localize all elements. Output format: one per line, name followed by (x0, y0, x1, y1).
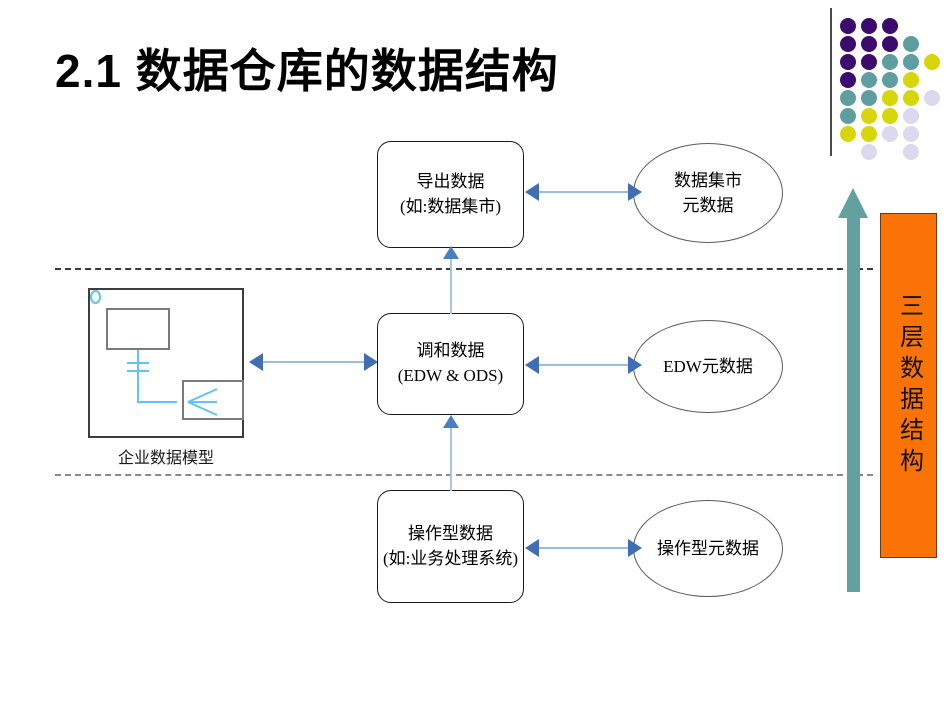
connector-operational-to-oper-metadata (538, 547, 630, 549)
decorative-dot (840, 108, 856, 124)
decorative-dot-grid (840, 18, 950, 163)
decorative-dot (924, 90, 940, 106)
er-cardinality-tick-1 (127, 362, 149, 364)
decorative-dot (840, 72, 856, 88)
decorative-dot (903, 54, 919, 70)
connector-shaft-reconciled-to-export (450, 258, 452, 314)
arrow-head-left-operational (525, 539, 539, 557)
flow-box-reconciled-data[interactable]: 调和数据 (EDW & ODS) (377, 313, 524, 415)
flow-box-export-line1: 导出数据 (416, 171, 485, 191)
decorative-dot (840, 54, 856, 70)
oval-operational-metadata[interactable]: 操作型元数据 (633, 500, 783, 597)
three-layer-direction-arrow (838, 188, 868, 592)
decorative-dot (861, 72, 877, 88)
layer-divider-bottom (55, 474, 873, 476)
arrow-head-left-reconciled (525, 356, 539, 374)
flow-box-operational-data[interactable]: 操作型数据 (如:业务处理系统) (377, 490, 524, 603)
teal-arrow-shaft (847, 214, 860, 592)
er-connector-vertical (137, 350, 139, 403)
enterprise-data-model-panel (88, 288, 244, 438)
oval-data-mart-metadata[interactable]: 数据集市 元数据 (633, 143, 783, 243)
decorative-dot (882, 126, 898, 142)
decorative-dot (840, 36, 856, 52)
connector-export-to-mart-metadata (538, 191, 630, 193)
page-title: 2.1 数据仓库的数据结构 (55, 45, 559, 97)
decorative-dot (861, 126, 877, 142)
decorative-dot (903, 72, 919, 88)
flow-box-reconciled-line2: (EDW & ODS) (397, 366, 504, 385)
decorative-dot (924, 54, 940, 70)
decorative-dot (840, 90, 856, 106)
arrow-head-right-export (628, 183, 642, 201)
decorative-dot (840, 126, 856, 142)
arrow-head-right-operational (628, 539, 642, 557)
flow-box-operational-line1: 操作型数据 (408, 523, 493, 543)
flow-box-export-line2: (如:数据集市) (399, 196, 502, 216)
decorative-dot (861, 108, 877, 124)
er-cardinality-tick-2 (127, 370, 149, 372)
oval-edw-line1: EDW元数据 (663, 356, 753, 376)
layer-divider-top (55, 268, 873, 270)
oval-oper-line1: 操作型元数据 (657, 538, 759, 558)
flow-box-operational-line2: (如:业务处理系统) (382, 548, 519, 568)
arrow-head-right-model (364, 353, 378, 371)
arrow-head-left-model (249, 353, 263, 371)
enterprise-data-model-caption: 企业数据模型 (117, 450, 214, 467)
oval-mart-line1: 数据集市 (674, 170, 742, 190)
flow-box-reconciled-line1: 调和数据 (416, 341, 485, 361)
decorative-dot (882, 18, 898, 34)
three-layer-structure-banner: 三层数据结构 (880, 213, 937, 558)
decorative-dot (903, 36, 919, 52)
decorative-dot (882, 36, 898, 52)
oval-mart-line2: 元数据 (682, 196, 734, 215)
decorative-dot (903, 108, 919, 124)
er-entity-box-a (106, 308, 170, 350)
decorative-dot (861, 18, 877, 34)
arrow-head-up-export (443, 246, 459, 259)
decorative-dot (840, 18, 856, 34)
decorative-dot (882, 90, 898, 106)
decorative-dot (903, 126, 919, 142)
arrow-head-right-reconciled (628, 356, 642, 374)
teal-arrow-head-icon (838, 188, 868, 218)
decorative-dot (882, 72, 898, 88)
connector-model-to-reconciled (262, 361, 366, 363)
flow-box-export-data[interactable]: 导出数据 (如:数据集市) (377, 141, 524, 248)
decorative-dot (882, 54, 898, 70)
connector-reconciled-to-edw-metadata (538, 364, 630, 366)
oval-edw-metadata[interactable]: EDW元数据 (633, 320, 783, 413)
arrow-head-left-export (525, 183, 539, 201)
er-connector-horizontal (137, 401, 177, 403)
decorative-dot (861, 36, 877, 52)
er-cardinality-zero-circle (90, 290, 101, 304)
decorative-dot (861, 54, 877, 70)
arrow-head-up-reconciled (443, 415, 459, 428)
decorative-dot (903, 90, 919, 106)
decorative-dot (903, 144, 919, 160)
decorative-dot (861, 144, 877, 160)
er-crowsfoot-icon (187, 388, 218, 416)
three-layer-structure-label: 三层数据结构 (895, 292, 922, 479)
decorative-dot (861, 90, 877, 106)
decorative-dot (882, 108, 898, 124)
decorative-vertical-rule (830, 8, 832, 156)
connector-shaft-operational-to-reconciled (450, 427, 452, 491)
